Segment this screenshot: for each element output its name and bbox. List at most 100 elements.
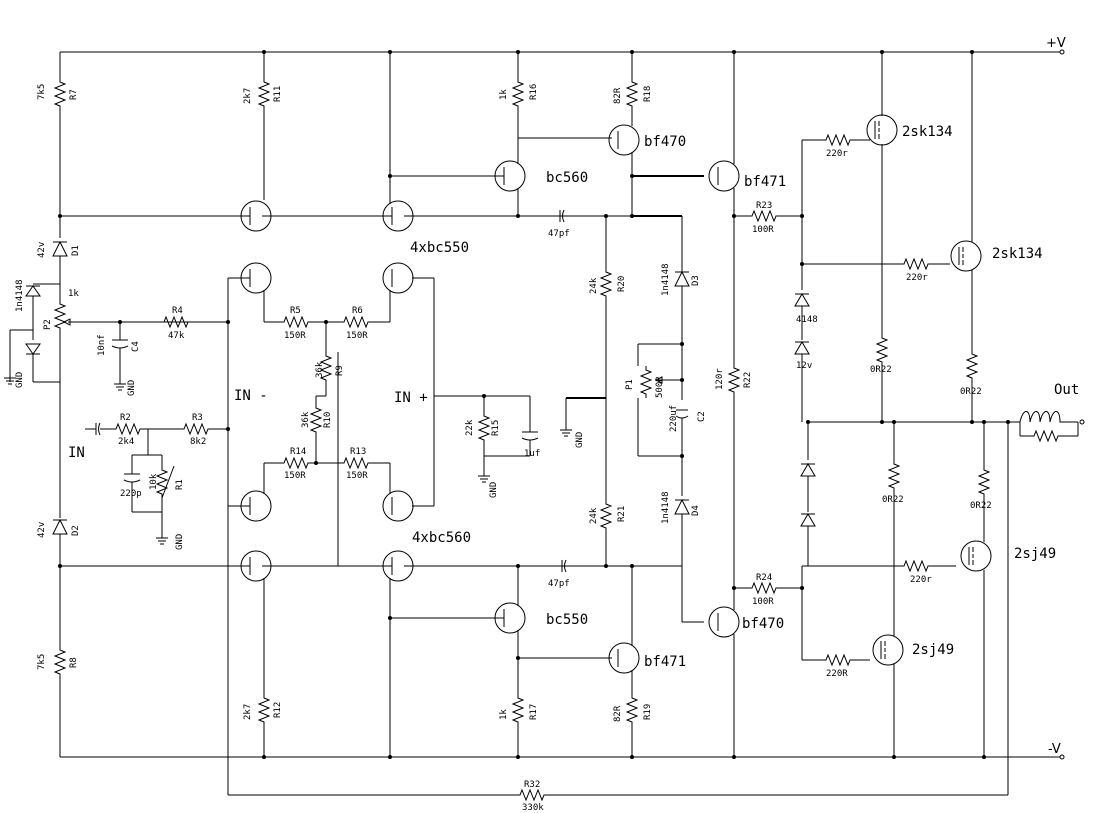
- r19-ref: R19: [643, 704, 653, 720]
- gnd-c4: GND: [127, 380, 137, 396]
- r13-value: 150R: [346, 471, 368, 481]
- dl-value: 1n4148: [15, 279, 25, 312]
- r4-value: 47k: [168, 331, 185, 341]
- r2-ref: R2: [120, 413, 131, 423]
- p2-ref: P2: [43, 319, 53, 330]
- p1-ref: P1: [625, 379, 635, 390]
- p1-value: 500R: [655, 376, 665, 398]
- r1-ref: R1: [175, 479, 185, 490]
- q-bc550-label: bc550: [546, 612, 588, 628]
- g220a-value: 220r: [826, 149, 848, 159]
- d3-ref: D3: [691, 275, 701, 286]
- s4-value: 0R22: [970, 501, 992, 511]
- r14-value: 150R: [284, 471, 306, 481]
- d1-ref: D1: [71, 245, 81, 256]
- g220b-value: 220r: [906, 273, 928, 283]
- negative-rail-label: -V: [1048, 742, 1061, 757]
- r20-ref: R20: [617, 276, 627, 292]
- r16-value: 1k: [499, 89, 509, 100]
- r8-value: 7k5: [37, 654, 47, 670]
- vas-bottom: [390, 566, 740, 757]
- r23-value: 100R: [752, 225, 774, 235]
- c47-bot-value: 47pf: [548, 579, 570, 589]
- c2-value: 220uf: [669, 405, 679, 432]
- r16-ref: R16: [529, 84, 539, 100]
- p2-value: 1k: [68, 289, 79, 299]
- r9-value: 36k: [315, 361, 325, 378]
- r5-value: 150R: [284, 331, 306, 341]
- g220d-value: 220R: [826, 669, 848, 679]
- m-2sj49-b-label: 2sj49: [912, 642, 954, 658]
- vas-top: [390, 52, 740, 223]
- m-2sk134-a-label: 2sk134: [902, 124, 953, 140]
- in-minus-label: IN -: [234, 388, 268, 404]
- s3-value: 0R22: [882, 495, 904, 505]
- r3-value: 8k2: [190, 437, 206, 447]
- r6-ref: R6: [352, 306, 363, 316]
- r11-value: 2k7: [243, 88, 253, 104]
- q-bc560-label: bc560: [546, 170, 588, 186]
- z12-value: 12v: [796, 361, 812, 371]
- r14-ref: R14: [290, 447, 306, 457]
- bias-string-left: [4, 52, 200, 757]
- positive-rail: [60, 49, 1065, 55]
- gnd-mid: GND: [575, 432, 585, 448]
- d4148-value: 4148: [796, 315, 818, 325]
- r22-value: 120r: [715, 368, 725, 390]
- q-bf471-top-label: bf471: [744, 174, 786, 190]
- r23-ref: R23: [756, 201, 772, 211]
- r13-ref: R13: [350, 447, 366, 457]
- r20-value: 24k: [589, 277, 599, 294]
- c2-ref: C2: [697, 411, 707, 422]
- r6-value: 150R: [346, 331, 368, 341]
- r24-ref: R24: [756, 573, 772, 583]
- d2-ref: D2: [71, 525, 81, 536]
- q-bf471-bot-label: bf471: [644, 654, 686, 670]
- r18-value: 82R: [613, 87, 623, 104]
- r5-ref: R5: [290, 306, 301, 316]
- d2-value: 42v: [37, 522, 47, 538]
- r3-ref: R3: [192, 413, 203, 423]
- output-label: Out: [1054, 382, 1079, 398]
- r12-ref: R12: [273, 702, 283, 718]
- c4-ref: C4: [131, 341, 141, 352]
- output-stage: [228, 52, 1085, 801]
- driver-section: [728, 52, 956, 757]
- s1-value: 0R22: [870, 365, 892, 375]
- d4-ref: D4: [691, 505, 701, 516]
- d1-value: 42v: [37, 242, 47, 258]
- r9-ref: R9: [335, 365, 345, 376]
- r17-value: 1k: [499, 709, 509, 720]
- c4-value: 10nf: [97, 334, 107, 356]
- r11-ref: R11: [273, 86, 283, 102]
- r7-value: 7k5: [37, 84, 47, 100]
- m-2sj49-a-label: 2sj49: [1014, 546, 1056, 562]
- r22-ref: R22: [743, 372, 753, 388]
- r2-value: 2k4: [118, 437, 134, 447]
- d4-value: 1n4148: [661, 491, 671, 524]
- r8-ref: R8: [69, 657, 79, 668]
- r4-ref: R4: [172, 306, 183, 316]
- r12-value: 2k7: [243, 704, 253, 720]
- r24-value: 100R: [752, 597, 774, 607]
- r1-value: 10k: [149, 473, 159, 490]
- r10-ref: R10: [323, 412, 333, 428]
- input-stage: [60, 52, 632, 795]
- s2-value: 0R22: [960, 387, 982, 397]
- g220c-value: 220r: [910, 575, 932, 585]
- q-4xbc560-label: 4xbc560: [412, 530, 471, 546]
- gnd-r15: GND: [489, 482, 499, 498]
- input-network: [85, 422, 228, 545]
- r15-ref: R15: [491, 420, 501, 436]
- positive-rail-label: +V: [1046, 36, 1066, 51]
- negative-rail: [60, 754, 1065, 760]
- r10-value: 36k: [301, 411, 311, 428]
- m-2sk134-b-label: 2sk134: [992, 246, 1043, 262]
- c47-top-value: 47pf: [548, 229, 570, 239]
- in-plus-label: IN +: [394, 390, 428, 406]
- junctions: [58, 50, 1010, 759]
- r18-ref: R18: [643, 86, 653, 102]
- cin-value: 220p: [120, 489, 142, 499]
- r19-value: 82R: [613, 705, 623, 722]
- r17-ref: R17: [529, 704, 539, 720]
